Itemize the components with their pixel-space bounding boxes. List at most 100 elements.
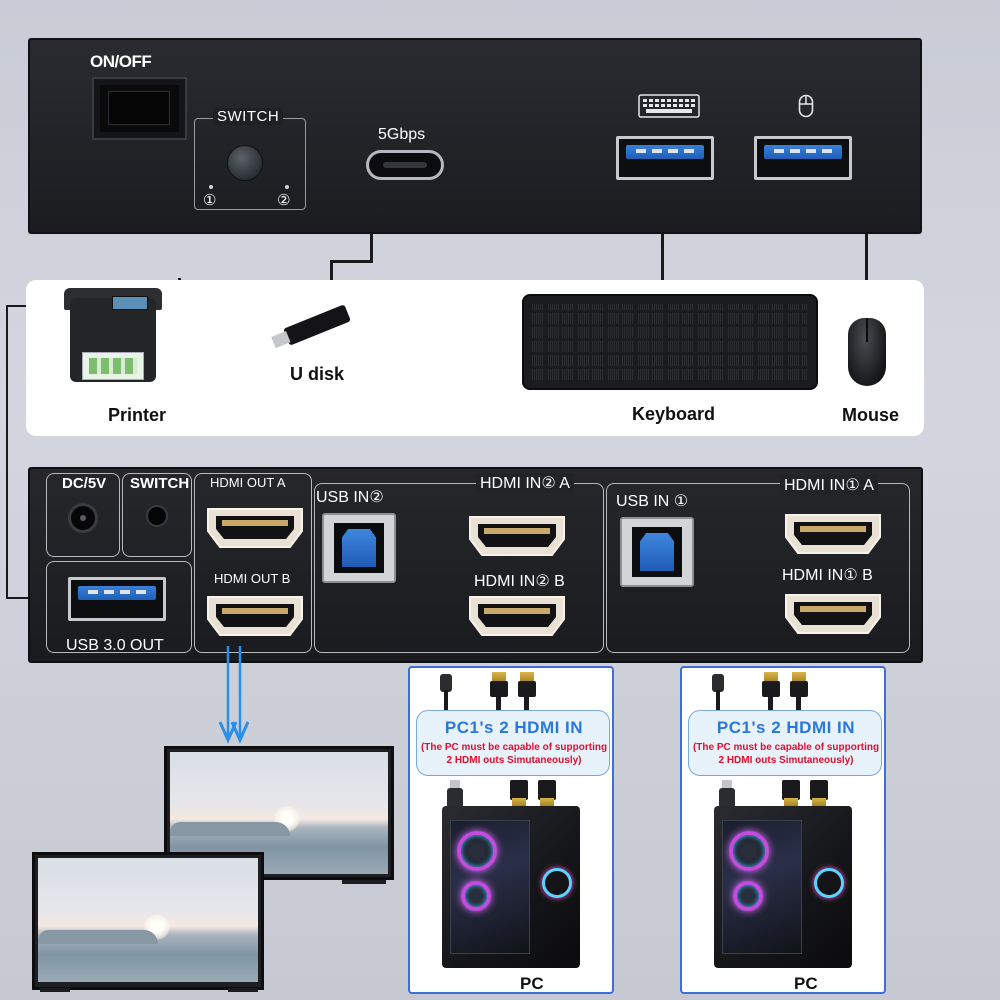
pc-label: PC	[794, 974, 818, 993]
hdmi-out-a-port[interactable]	[206, 507, 304, 549]
pc-note-line-1: (The PC must be capable of supporting	[692, 742, 880, 753]
usb-a-tongue	[78, 586, 156, 600]
usbc-port[interactable]	[366, 150, 444, 180]
hdmi-out-a-label: HDMI OUT A	[210, 475, 286, 490]
hdmi-in-1b-port[interactable]	[784, 593, 882, 635]
pc-info-bubble: PC1's 2 HDMI IN (The PC must be capable …	[416, 710, 610, 776]
printer-usb-cable	[6, 597, 48, 599]
usb-plug-tip	[450, 780, 460, 790]
dc-power-group	[46, 473, 120, 557]
hdmi-cable	[496, 696, 501, 710]
keyboard-cable	[661, 234, 664, 296]
usb-plug-icon	[719, 788, 735, 808]
pc-glass-panel	[450, 820, 530, 954]
hdmi-out-group	[194, 473, 312, 653]
hdmi-plug-icon	[490, 681, 508, 697]
rgb-fan	[729, 831, 769, 871]
mouse-cable	[865, 234, 868, 322]
kvm-rear-panel: DC/5V SWITCH USB 3.0 OUT HDMI OUT A HDMI…	[28, 467, 923, 663]
usb-plug-icon	[712, 674, 724, 692]
pc-tower-illustration	[714, 806, 852, 968]
monitor-b-stand	[342, 880, 386, 884]
monitor-a-stand	[40, 988, 70, 992]
hdmi-plug-tip	[512, 798, 526, 806]
hdmi-plug-icon	[810, 780, 828, 800]
keyboard-illustration	[522, 294, 818, 390]
usb-in-1-label: USB IN ①	[616, 493, 689, 510]
switch-jack-group	[122, 473, 192, 557]
led-2-indicator	[285, 185, 289, 189]
hdmi-cable	[768, 696, 773, 710]
hdmi-in-2a-port[interactable]	[468, 515, 566, 557]
hdmi-in-1a-port[interactable]	[784, 513, 882, 555]
led-1-indicator	[209, 185, 213, 189]
udisk-label: U disk	[290, 364, 345, 384]
hdmi-plug-tip	[492, 672, 506, 682]
hdmi-out-b-port[interactable]	[206, 595, 304, 637]
udisk-cable	[330, 260, 373, 263]
printer-usb-cable	[6, 305, 8, 599]
rocker-face	[108, 91, 170, 125]
power-switch-label: ON/OFF	[90, 52, 152, 71]
hdmi-cable	[524, 696, 529, 710]
usb-b-core	[342, 529, 376, 567]
printer-label: Printer	[108, 405, 167, 425]
usb-a-tongue	[626, 145, 704, 159]
pc-note-line-1: (The PC must be capable of supporting	[420, 742, 608, 753]
usb-out-label: USB 3.0 OUT	[66, 637, 164, 654]
usb-plug-icon	[447, 788, 463, 808]
pc-title: PC1's 2 HDMI IN	[716, 718, 856, 737]
hdmi-out-b-label: HDMI OUT B	[214, 571, 291, 586]
usb-b-socket	[632, 527, 682, 577]
hdmi-plug-icon	[538, 780, 556, 800]
hdmi-plug-tip	[764, 672, 778, 682]
mouse-icon	[798, 94, 814, 118]
rgb-fan	[461, 881, 491, 911]
usb-b-in-2-port[interactable]	[322, 513, 396, 583]
pc1-input-group	[606, 483, 910, 653]
hdmi-in-2b-port[interactable]	[468, 595, 566, 637]
pc-title: PC1's 2 HDMI IN	[444, 718, 584, 737]
hdmi-plug-icon	[790, 681, 808, 697]
usb-b-in-1-port[interactable]	[620, 517, 694, 587]
usb-plug-icon	[440, 674, 452, 692]
pc-card-left: PC1's 2 HDMI IN (The PC must be capable …	[408, 666, 614, 994]
front-rgb-ring	[542, 868, 572, 898]
kvm-front-panel: ON/OFF SWITCH ① ② 5Gbps	[28, 38, 922, 234]
hdmi-plug-tip	[792, 672, 806, 682]
hdmi-plug-tip	[784, 798, 798, 806]
rgb-fan	[457, 831, 497, 871]
usb-in-2-label: USB IN②	[316, 489, 384, 506]
hdmi-in-1b-label: HDMI IN① B	[782, 567, 873, 584]
usb-a-tongue	[764, 145, 842, 159]
pc-glass-panel	[722, 820, 802, 954]
usbc-speed-label: 5Gbps	[378, 126, 426, 143]
usb-cable	[716, 690, 720, 710]
usb-a-port-mouse[interactable]	[754, 136, 852, 180]
mouse-illustration	[848, 318, 886, 386]
switch-button[interactable]	[227, 145, 263, 181]
remote-switch-jack[interactable]	[146, 505, 168, 527]
power-rocker-switch[interactable]	[92, 77, 187, 140]
hdmi-plug-icon	[782, 780, 800, 800]
monitor-screen	[38, 858, 258, 982]
hdmi-plug-icon	[510, 780, 528, 800]
keyboard-keys	[532, 304, 808, 380]
printer-screen	[112, 296, 148, 310]
switch-jack-label: SWITCH	[130, 475, 190, 492]
dc-power-jack[interactable]	[68, 503, 98, 533]
udisk-cable	[370, 234, 373, 262]
front-rgb-ring	[814, 868, 844, 898]
monitor-a	[32, 852, 264, 990]
usb-a-port-keyboard[interactable]	[616, 136, 714, 180]
monitor-a-stand	[228, 988, 258, 992]
usb-b-core	[640, 533, 674, 571]
hdmi-in-2b-label: HDMI IN② B	[474, 573, 565, 590]
switch-button-group: SWITCH ① ②	[194, 108, 306, 210]
mouse-label: Mouse	[842, 405, 900, 425]
usb-3-out-port[interactable]	[68, 577, 166, 621]
pc-card-right: PC1's 2 HDMI IN (The PC must be capable …	[680, 666, 886, 994]
rgb-fan	[733, 881, 763, 911]
pc-tower-illustration	[442, 806, 580, 968]
pc-note-line-2: 2 HDMI outs Simutaneously)	[718, 755, 854, 766]
